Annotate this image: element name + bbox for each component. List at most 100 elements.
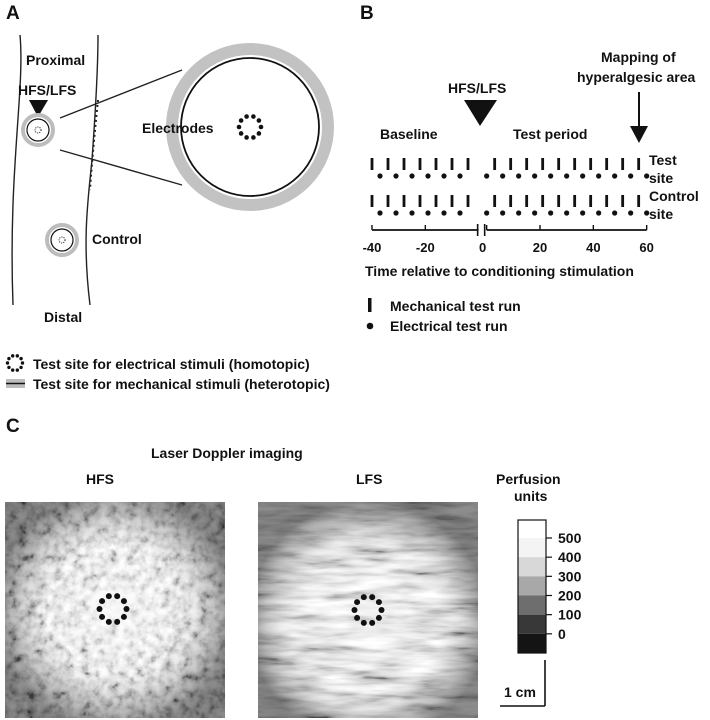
panel-b-letter: B: [360, 3, 374, 24]
limb-outline-left: [11, 34, 22, 306]
label-control-site-line1: Control: [649, 188, 699, 204]
mechanical-run-mark: [557, 195, 561, 207]
mapping-label-line1: Mapping of: [601, 49, 676, 65]
electrical-run-mark: [612, 210, 618, 216]
electrode-dot: [19, 356, 23, 361]
legend-a: Test site for electrical stimuli (homoto…: [5, 354, 330, 392]
electrical-run-mark: [596, 210, 602, 216]
label-hfs: HFS: [86, 471, 114, 487]
electrode-dot: [7, 365, 11, 370]
control-site-runs: [370, 195, 650, 216]
colorbar-tick-label: 100: [558, 607, 582, 623]
mechanical-site-icon: [6, 379, 25, 388]
electrode-dot: [375, 614, 382, 621]
mechanical-run-mark: [402, 195, 406, 207]
electrode-dot: [114, 593, 121, 600]
electrical-run-mark: [500, 173, 506, 179]
electrode-dot: [10, 354, 15, 358]
electrode-dot: [354, 614, 361, 621]
mapping-label-line2: hyperalgesic area: [577, 69, 696, 85]
electrode-dot: [7, 356, 11, 361]
electrical-run-mark: [484, 173, 490, 179]
mechanical-run-mark: [525, 195, 529, 207]
legend-mechanical-run-text: Mechanical test run: [390, 298, 521, 314]
electrode-dot: [15, 368, 20, 372]
electrode-dot: [105, 618, 112, 625]
axis-tick-label: 60: [639, 240, 653, 255]
stimulus-arrow-b: [464, 100, 497, 126]
mechanical-run-mark: [525, 158, 529, 170]
electrical-run-mark: [377, 173, 383, 179]
mechanical-run-mark: [434, 158, 438, 170]
colorbar-tick-label: 200: [558, 588, 582, 604]
electrode-dot: [244, 135, 249, 140]
mechanical-run-mark: [589, 195, 593, 207]
electrode-dot: [360, 619, 367, 626]
colorbar-segment: [518, 614, 546, 634]
mechanical-run-mark: [605, 195, 609, 207]
scale-bar-label: 1 cm: [504, 684, 536, 700]
axis-tick-label: 40: [586, 240, 600, 255]
label-stimulus-b: HFS/LFS: [448, 80, 506, 96]
legend-electrical-text: Test site for electrical stimuli (homoto…: [33, 356, 310, 372]
lfs-perfusion-image: [258, 502, 478, 718]
colorbar-segment: [518, 576, 546, 596]
limb-outline-right-lower: [85, 159, 93, 306]
electrical-run-mark: [644, 210, 650, 216]
electrode-dot: [120, 613, 127, 620]
electrode-dot: [258, 124, 264, 130]
electrical-run-mark: [377, 210, 383, 216]
electrode-dot: [244, 114, 249, 119]
label-distal: Distal: [44, 309, 82, 325]
label-stimulus-a: HFS/LFS: [18, 82, 76, 98]
limb-dotted-line: [89, 99, 99, 191]
electrical-run-mark: [548, 210, 554, 216]
label-test-site-line1: Test: [649, 152, 677, 168]
mechanical-run-mark: [509, 195, 513, 207]
panel-b: B HFS/LFS Mapping of hyperalgesic area B…: [360, 3, 699, 334]
colorbar-title-line1: Perfusion: [496, 471, 561, 487]
panel-a-letter: A: [6, 3, 20, 24]
label-baseline: Baseline: [380, 126, 438, 142]
legend-mechanical-marker: [368, 298, 372, 312]
label-control: Control: [92, 231, 142, 247]
electrode-dot: [256, 118, 262, 123]
electrode-dot: [120, 598, 127, 605]
mechanical-run-mark: [466, 195, 470, 207]
mechanical-run-mark: [605, 158, 609, 170]
legend-mechanical-text: Test site for mechanical stimuli (hetero…: [33, 376, 330, 392]
mechanical-run-mark: [493, 195, 497, 207]
colorbar-segment: [518, 595, 546, 615]
mechanical-run-mark: [450, 195, 454, 207]
lfs-electrode-ring: [351, 594, 385, 626]
colorbar-tick-label: 500: [558, 530, 582, 546]
colorbar-segment: [518, 633, 546, 653]
electrode-dot: [238, 118, 244, 123]
axis-tick-label: 0: [479, 240, 486, 255]
electrical-run-mark: [393, 210, 399, 216]
legend-electrical-marker: [366, 322, 374, 330]
mechanical-run-mark: [621, 195, 625, 207]
mechanical-run-mark: [621, 158, 625, 170]
scale-bar: [500, 660, 546, 707]
electrical-run-mark: [516, 173, 522, 179]
electrode-ring: [236, 114, 264, 140]
electrode-dot: [251, 114, 256, 119]
stimulus-arrow-a: [29, 100, 48, 117]
electrical-run-mark: [532, 173, 538, 179]
electrical-run-mark: [628, 210, 634, 216]
axis-tick-label: -20: [416, 240, 435, 255]
mechanical-run-mark: [386, 158, 390, 170]
panel-c-title: Laser Doppler imaging: [151, 445, 303, 461]
mechanical-run-mark: [386, 195, 390, 207]
mechanical-run-mark: [418, 158, 422, 170]
colorbar-tick-label: 0: [558, 626, 566, 642]
mechanical-run-mark: [557, 158, 561, 170]
colorbar-segment: [518, 538, 546, 558]
electrode-dot: [19, 365, 23, 370]
colorbar-tick-label: 400: [558, 549, 582, 565]
electrical-site-icon: [5, 354, 25, 372]
colorbar-tick-label: 300: [558, 568, 582, 584]
